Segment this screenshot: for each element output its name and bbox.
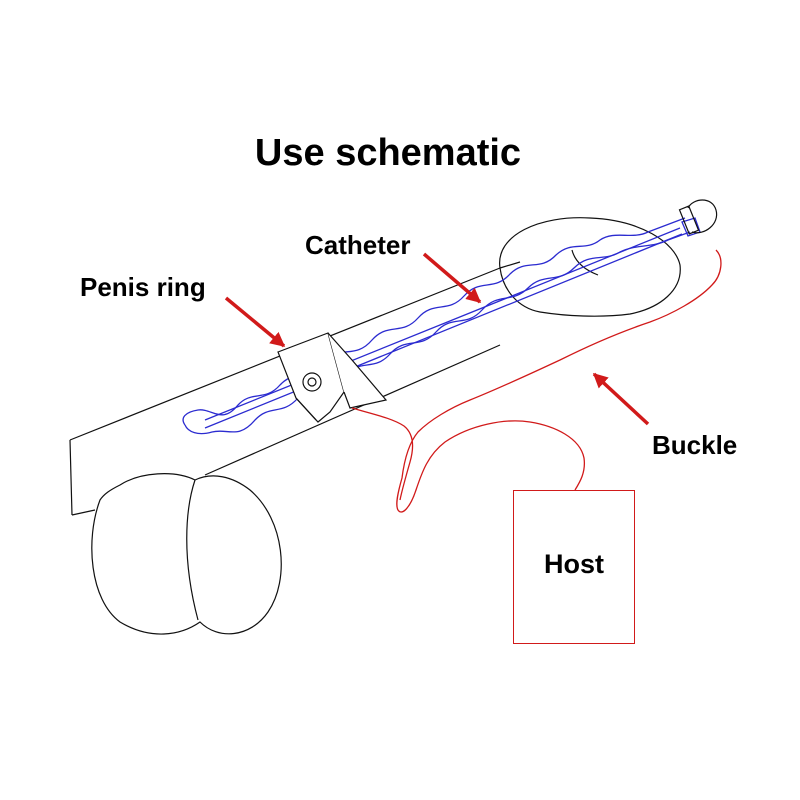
diagram-title: Use schematic: [254, 132, 522, 174]
penis-ring-label: Penis ring: [80, 272, 206, 302]
host-box: Host: [513, 490, 635, 644]
catheter-arrow: [422, 252, 482, 304]
glans-outline: [499, 217, 681, 317]
host-label: Host: [544, 548, 604, 579]
buckle-wire: [351, 249, 722, 513]
scrotum-outline: [91, 473, 282, 635]
tip-connector: [678, 199, 718, 235]
catheter-line: [182, 217, 701, 435]
buckle-arrow: [592, 372, 650, 426]
penis-ring-device: [277, 332, 388, 423]
catheter-label: Catheter: [305, 230, 411, 260]
buckle-label: Buckle: [652, 430, 738, 460]
penis-ring-arrow: [224, 296, 286, 348]
